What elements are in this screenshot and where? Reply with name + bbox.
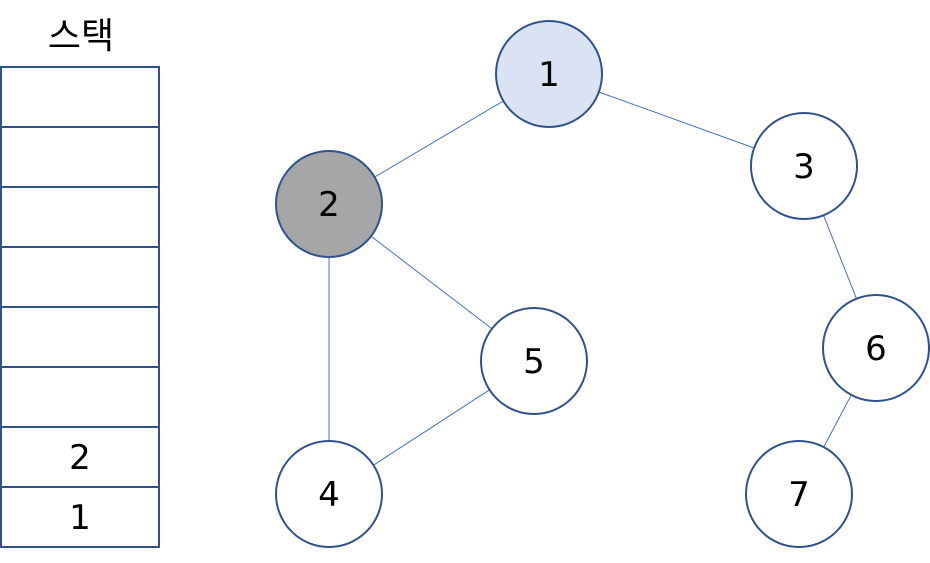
stack-title: 스택 <box>48 16 114 57</box>
edge-5-4 <box>373 389 490 466</box>
stack-cell: 1 <box>0 486 160 548</box>
node-label: 3 <box>793 147 815 187</box>
node-label: 5 <box>523 342 545 382</box>
node-2: 2 <box>275 150 383 258</box>
node-label: 4 <box>318 475 340 515</box>
stack-cell-box <box>0 126 160 188</box>
edge-3-6 <box>823 215 857 299</box>
stack-cell-box <box>0 186 160 248</box>
stack-cell <box>0 306 160 368</box>
stack-cell <box>0 366 160 428</box>
node-7: 7 <box>745 440 853 548</box>
node-6: 6 <box>822 294 930 402</box>
node-circle <box>750 112 858 220</box>
stack-cell: 2 <box>0 426 160 488</box>
node-circle <box>480 307 588 415</box>
stack-cell <box>0 66 160 128</box>
node-5: 5 <box>480 307 588 415</box>
stack-cell <box>0 246 160 308</box>
stack-cell-box <box>0 66 160 128</box>
node-circle <box>822 294 930 402</box>
edge-1-2 <box>374 100 504 178</box>
node-circle <box>275 440 383 548</box>
node-label: 2 <box>318 185 340 225</box>
stack-cell <box>0 126 160 188</box>
stack-cell <box>0 186 160 248</box>
node-circle <box>745 440 853 548</box>
stack-cell-box <box>0 246 160 308</box>
stack-cell-box <box>0 426 160 488</box>
stack-cell-box <box>0 306 160 368</box>
stack-cell-box <box>0 366 160 428</box>
edge-1-3 <box>598 91 755 149</box>
node-label: 6 <box>865 329 887 369</box>
stack-cell-value: 1 <box>69 498 91 538</box>
graph-edges <box>328 91 857 466</box>
node-circle <box>275 150 383 258</box>
stack-cell-box <box>0 486 160 548</box>
graph-nodes: 1 2 3 4 5 6 7 <box>275 20 930 548</box>
stack-cell-value: 2 <box>69 438 91 478</box>
stack: 스택 2 1 <box>0 16 160 548</box>
node-1: 1 <box>495 20 603 128</box>
edge-6-7 <box>823 394 852 448</box>
node-4: 4 <box>275 440 383 548</box>
node-label: 1 <box>538 55 560 95</box>
node-circle <box>495 20 603 128</box>
node-3: 3 <box>750 112 858 220</box>
node-label: 7 <box>788 475 810 515</box>
edge-2-5 <box>370 235 493 330</box>
